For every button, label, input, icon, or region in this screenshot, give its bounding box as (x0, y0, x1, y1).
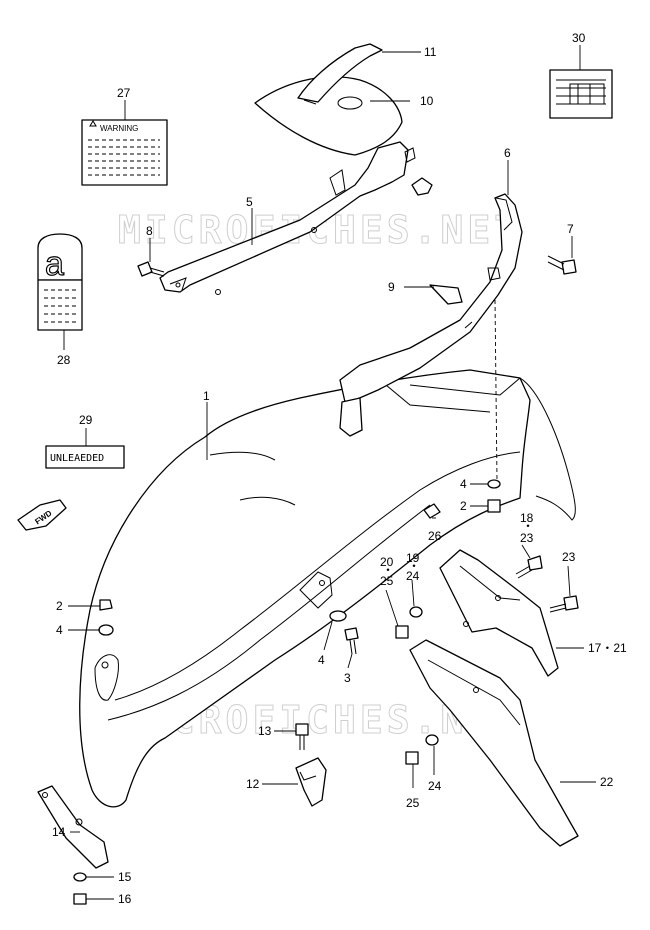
callout-13: 13 (258, 724, 272, 738)
callout-15: 15 (118, 870, 132, 884)
callout-25-bottom: 25 (406, 796, 420, 810)
callout-11: 11 (424, 45, 437, 59)
clip-12 (295, 757, 327, 807)
callout-18-dot: ・ (522, 519, 534, 533)
bolt-23a (515, 555, 543, 579)
warning-label: WARNING (81, 119, 168, 186)
callout-20: 20 (380, 555, 394, 569)
callout-24-top: 24 (406, 569, 420, 583)
callout-2-center: 2 (460, 499, 467, 513)
callout-24-bottom: 24 (428, 779, 442, 793)
callout-26: 26 (428, 529, 442, 543)
washer-4-mid (329, 610, 347, 622)
bolt-3 (344, 627, 359, 655)
callout-3: 3 (344, 671, 351, 685)
callout-19-dot: ・ (408, 559, 420, 573)
grip-bar-right (339, 193, 523, 437)
callout-28: 28 (57, 353, 71, 367)
nut-25b (405, 751, 419, 765)
nut-15 (73, 872, 87, 882)
callout-6: 6 (504, 146, 511, 160)
callout-7: 7 (567, 222, 574, 236)
bolt-8 (137, 261, 165, 277)
nut-2-center (487, 499, 501, 513)
sticker-a: a (37, 233, 83, 331)
bolt-16 (73, 893, 87, 905)
unleaded-label: UNLEAEDED (45, 445, 125, 469)
washer-4-left (98, 624, 114, 636)
callout-23-top: 23 (520, 531, 534, 545)
callout-9: 9 (388, 280, 395, 294)
warning-label-title: WARNING (100, 124, 138, 133)
nut-25a (395, 625, 409, 639)
callout-25-top: 25 (380, 574, 394, 588)
callout-30: 30 (572, 31, 586, 45)
callout-12: 12 (246, 777, 260, 791)
callout-22: 22 (600, 775, 614, 789)
washer-24a (409, 606, 423, 618)
callout-4-center: 4 (460, 477, 467, 491)
info-label-30 (549, 69, 613, 119)
grip-bar-left (159, 141, 433, 295)
callout-19: 19 (406, 551, 420, 565)
callout-2-left: 2 (56, 599, 63, 613)
bracket-17-21 (439, 549, 559, 677)
mudguard-22 (409, 639, 579, 847)
callout-29: 29 (79, 413, 93, 427)
strap-11 (297, 43, 383, 105)
callouts: 1 2 2 3 4 4 4 5 6 7 8 9 10 11 12 13 14 1… (52, 31, 627, 906)
clip-26 (423, 503, 441, 519)
leader-lines (63, 45, 596, 900)
callout-10: 10 (420, 94, 434, 108)
callout-1: 1 (203, 389, 210, 403)
callout-14: 14 (52, 825, 66, 839)
washer-4-center (487, 479, 501, 489)
rear-fender (79, 369, 576, 808)
unleaded-label-text: UNLEAEDED (50, 453, 104, 464)
fwd-arrow: FWD (17, 499, 67, 531)
callout-4-mid: 4 (318, 653, 325, 667)
callout-20-dot: ・ (382, 563, 394, 577)
callout-17-21: 17・21 (588, 641, 627, 655)
callout-27: 27 (117, 86, 131, 100)
washer-24b (425, 734, 439, 746)
bolt-7 (547, 255, 577, 275)
bolt-23b (549, 595, 579, 613)
bracket-14 (37, 785, 109, 869)
callout-16: 16 (118, 892, 132, 906)
dash-line-fender (494, 299, 498, 481)
callout-23-right: 23 (562, 550, 576, 564)
callout-8: 8 (146, 224, 153, 238)
callout-4-left: 4 (56, 623, 63, 637)
callout-5: 5 (246, 195, 253, 209)
sticker-a-letter: a (45, 245, 64, 283)
nut-2-left (99, 599, 113, 611)
callout-18: 18 (520, 511, 534, 525)
